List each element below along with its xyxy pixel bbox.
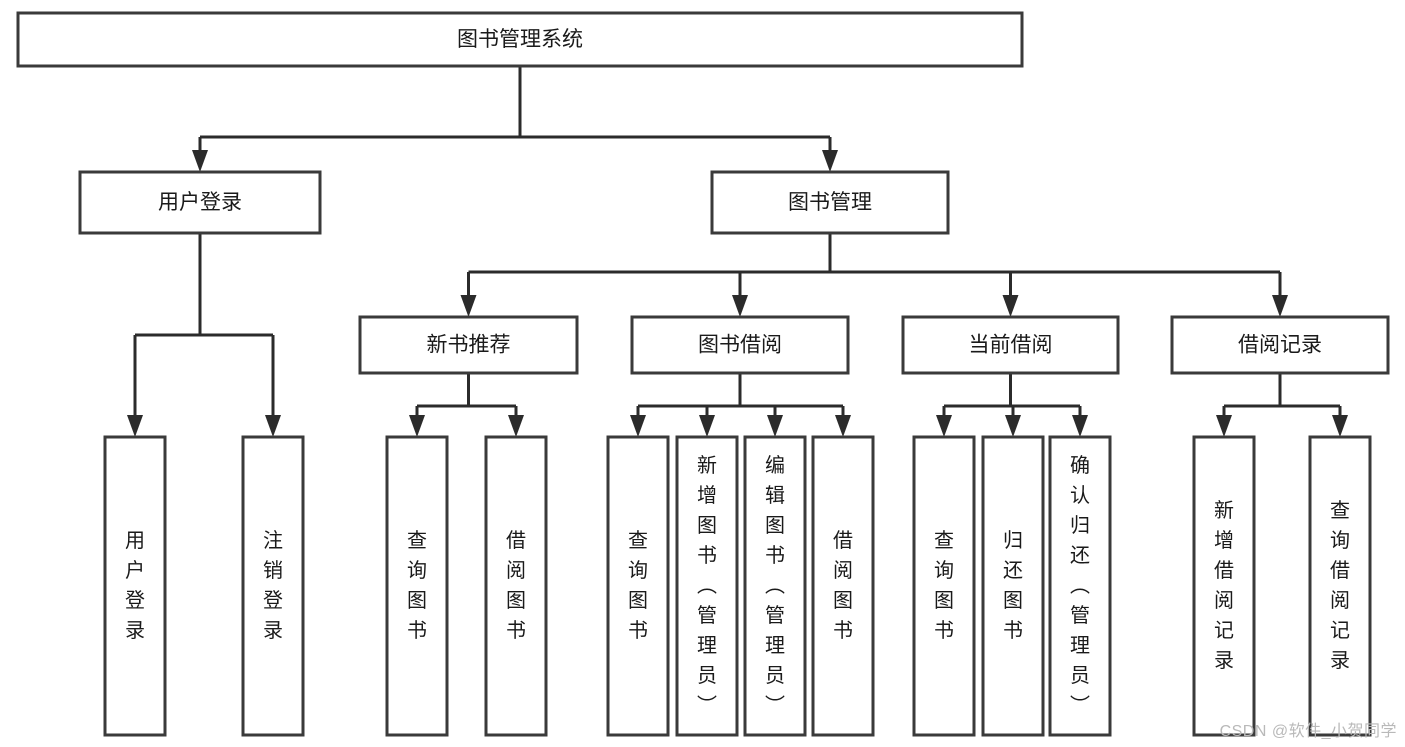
node-label-leaf-borrow-book-2: 借阅图书	[833, 529, 853, 642]
node-label-borrow-record: 借阅记录	[1238, 334, 1322, 357]
node-box-leaf-query-book-2[interactable]	[606, 435, 670, 737]
node-box-borrow-record[interactable]	[1170, 315, 1390, 375]
node-book-borrow[interactable]: 图书借阅	[630, 315, 850, 375]
arrow-head-icon	[835, 415, 851, 437]
node-leaf-borrow-book-1[interactable]: 借阅图书	[484, 435, 548, 737]
node-label-root: 图书管理系统	[457, 28, 583, 51]
arrow-head-icon	[127, 415, 143, 437]
node-box-leaf-borrow-book-1[interactable]	[484, 435, 548, 737]
node-box-new-book-recommend[interactable]	[358, 315, 579, 375]
node-new-book-recommend[interactable]: 新书推荐	[358, 315, 579, 375]
node-label-leaf-borrow-book-1: 借阅图书	[506, 529, 526, 642]
node-layer: 图书管理系统用户登录图书管理新书推荐图书借阅当前借阅借阅记录用户登录注销登录查询…	[16, 11, 1390, 737]
node-box-leaf-add-record[interactable]	[1192, 435, 1256, 737]
node-box-leaf-edit-book[interactable]	[743, 435, 807, 737]
arrow-head-icon	[732, 295, 748, 317]
arrow-head-icon	[1005, 415, 1021, 437]
node-leaf-confirm-return[interactable]: 确认归还︵管理员︶	[1048, 435, 1112, 737]
arrow-head-icon	[699, 415, 715, 437]
node-label-leaf-query-book-3: 查询图书	[934, 529, 954, 642]
connector-layer	[127, 66, 1348, 437]
arrow-head-icon	[1216, 415, 1232, 437]
node-box-leaf-query-record[interactable]	[1308, 435, 1372, 737]
arrow-head-icon	[1072, 415, 1088, 437]
node-label-leaf-return-book: 归还图书	[1003, 529, 1023, 642]
node-box-book-borrow[interactable]	[630, 315, 850, 375]
arrow-head-icon	[192, 150, 208, 172]
node-leaf-add-book[interactable]: 新增图书︵管理员︶	[675, 435, 739, 737]
node-label-leaf-user-logout: 注销登录	[263, 529, 283, 642]
node-label-leaf-query-record: 查询借阅记录	[1330, 499, 1350, 672]
node-book-manage[interactable]: 图书管理	[710, 170, 950, 235]
node-borrow-record[interactable]: 借阅记录	[1170, 315, 1390, 375]
node-leaf-query-book-3[interactable]: 查询图书	[912, 435, 976, 737]
arrow-head-icon	[1332, 415, 1348, 437]
node-label-current-borrow: 当前借阅	[969, 334, 1053, 357]
csdn-watermark: CSDN @软件_小贺同学	[1219, 723, 1397, 740]
node-box-leaf-return-book[interactable]	[981, 435, 1045, 737]
node-box-leaf-borrow-book-2[interactable]	[811, 435, 875, 737]
node-root[interactable]: 图书管理系统	[16, 11, 1024, 68]
node-leaf-query-book-1[interactable]: 查询图书	[385, 435, 449, 737]
node-leaf-add-record[interactable]: 新增借阅记录	[1192, 435, 1256, 737]
arrow-head-icon	[767, 415, 783, 437]
connector-group-user-login	[127, 233, 281, 437]
arrow-head-icon	[409, 415, 425, 437]
arrow-head-icon	[460, 295, 477, 317]
node-box-leaf-add-book[interactable]	[675, 435, 739, 737]
connector-group-book-manage	[460, 233, 1288, 317]
node-label-leaf-query-book-2: 查询图书	[628, 529, 648, 642]
node-label-new-book-recommend: 新书推荐	[427, 334, 511, 357]
connector-group-book-borrow	[630, 373, 851, 437]
node-label-leaf-confirm-return: 确认归还︵管理员︶	[1070, 454, 1090, 717]
node-box-root[interactable]	[16, 11, 1024, 68]
node-label-leaf-edit-book: 编辑图书︵管理员︶	[765, 454, 785, 717]
node-label-book-manage: 图书管理	[788, 191, 872, 214]
connector-group-new-book-recommend	[409, 373, 524, 437]
node-box-leaf-confirm-return[interactable]	[1048, 435, 1112, 737]
node-label-user-login: 用户登录	[158, 191, 242, 214]
node-box-leaf-query-book-1[interactable]	[385, 435, 449, 737]
arrow-head-icon	[630, 415, 646, 437]
node-leaf-user-login[interactable]: 用户登录	[103, 435, 167, 737]
node-leaf-user-logout[interactable]: 注销登录	[241, 435, 305, 737]
node-label-leaf-add-record: 新增借阅记录	[1214, 499, 1234, 672]
node-box-current-borrow[interactable]	[901, 315, 1120, 375]
node-box-leaf-user-login[interactable]	[103, 435, 167, 737]
node-current-borrow[interactable]: 当前借阅	[901, 315, 1120, 375]
arrow-head-icon	[822, 150, 838, 172]
arrow-head-icon	[508, 415, 524, 437]
node-label-leaf-user-login: 用户登录	[125, 530, 145, 642]
arrow-head-icon	[936, 415, 952, 437]
node-leaf-edit-book[interactable]: 编辑图书︵管理员︶	[743, 435, 807, 737]
node-leaf-query-record[interactable]: 查询借阅记录	[1308, 435, 1372, 737]
node-leaf-return-book[interactable]: 归还图书	[981, 435, 1045, 737]
node-box-leaf-query-book-3[interactable]	[912, 435, 976, 737]
arrow-head-icon	[1272, 295, 1288, 317]
arrow-head-icon	[265, 415, 281, 437]
node-leaf-query-book-2[interactable]: 查询图书	[606, 435, 670, 737]
node-leaf-borrow-book-2[interactable]: 借阅图书	[811, 435, 875, 737]
connector-group-root	[192, 66, 838, 172]
node-box-user-login[interactable]	[78, 170, 322, 235]
node-label-leaf-add-book: 新增图书︵管理员︶	[697, 454, 717, 717]
node-label-leaf-query-book-1: 查询图书	[407, 529, 427, 642]
connector-group-borrow-record	[1216, 373, 1348, 437]
node-box-book-manage[interactable]	[710, 170, 950, 235]
node-box-leaf-user-logout[interactable]	[241, 435, 305, 737]
node-user-login[interactable]: 用户登录	[78, 170, 322, 235]
arrow-head-icon	[1002, 295, 1019, 317]
node-label-book-borrow: 图书借阅	[698, 334, 782, 357]
connector-group-current-borrow	[936, 373, 1088, 437]
